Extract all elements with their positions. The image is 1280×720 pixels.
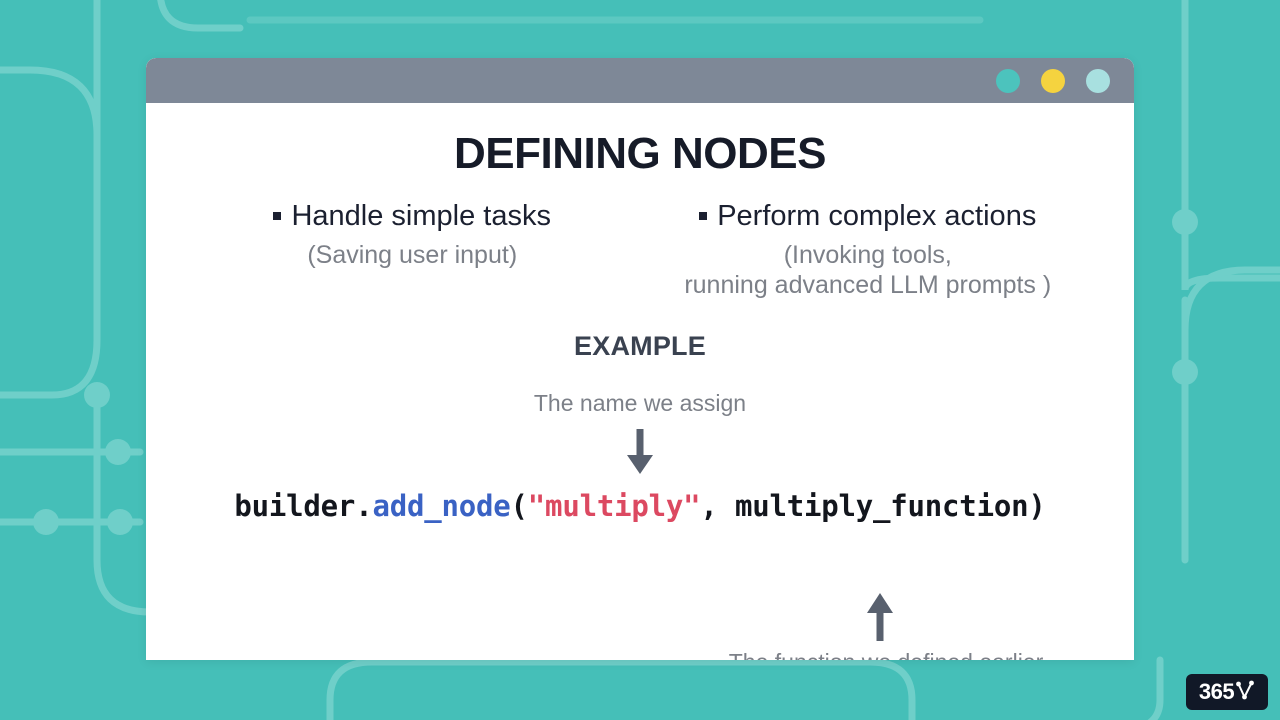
code-second-argument: multiply_function	[734, 488, 1029, 523]
brand-logo-365: 365	[1186, 674, 1268, 710]
bullet-square-icon	[699, 212, 708, 221]
logo-text: 365	[1198, 679, 1235, 704]
code-string-argument: "multiply"	[527, 488, 701, 523]
window-control-dot-cyan[interactable]	[1086, 68, 1110, 93]
bullet-subtext-2: (Invoking tools, running advanced LLM pr…	[645, 240, 1091, 301]
code-close-paren: )	[1028, 488, 1046, 523]
code-object: builder.	[234, 488, 373, 523]
bullet-subtext-1: (Saving user input)	[189, 240, 635, 271]
annotation-name-we-assign: The name we assign	[533, 389, 747, 416]
bullet-heading-2: Perform complex actions	[645, 200, 1091, 233]
slide-content: DEFINING NODES Handle simple tasks (Savi…	[146, 103, 1134, 660]
bullet-column-2: Perform complex actions (Invoking tools,…	[645, 200, 1091, 300]
arrow-up-wrapper	[864, 593, 896, 646]
slide-window-card: DEFINING NODES Handle simple tasks (Savi…	[146, 58, 1134, 660]
code-separator: ,	[700, 488, 735, 523]
bullet-heading-2-text: Perform complex actions	[717, 200, 1037, 233]
bullet-subtext-2-line2: running advanced LLM prompts )	[684, 271, 1052, 300]
code-open-paren: (	[510, 488, 528, 523]
bullet-subtext-1-line1: (Saving user input)	[307, 240, 518, 269]
arrow-up-icon	[867, 593, 893, 641]
window-control-dot-yellow[interactable]	[1041, 68, 1065, 93]
example-heading: EXAMPLE	[574, 330, 706, 361]
page-title: DEFINING NODES	[454, 129, 826, 178]
window-title-bar	[146, 58, 1134, 103]
bullet-columns: Handle simple tasks (Saving user input) …	[146, 200, 1134, 300]
bullet-heading-1-text: Handle simple tasks	[291, 200, 551, 233]
annotation-function-defined-earlier: The function we defined earlier	[676, 649, 1096, 660]
bullet-heading-1: Handle simple tasks	[189, 200, 635, 233]
logo-checkmark-icon	[1236, 680, 1255, 699]
arrow-down-icon	[627, 428, 653, 474]
bullet-square-icon	[273, 212, 282, 221]
window-control-dot-teal[interactable]	[996, 68, 1020, 93]
arrow-down-wrapper	[146, 428, 1134, 475]
code-function-name: add_node	[372, 488, 511, 523]
bullet-subtext-2-line1: (Invoking tools,	[783, 240, 952, 269]
bullet-column-1: Handle simple tasks (Saving user input)	[189, 200, 645, 300]
code-snippet: builder.add_node("multiply", multiply_fu…	[146, 489, 1134, 523]
